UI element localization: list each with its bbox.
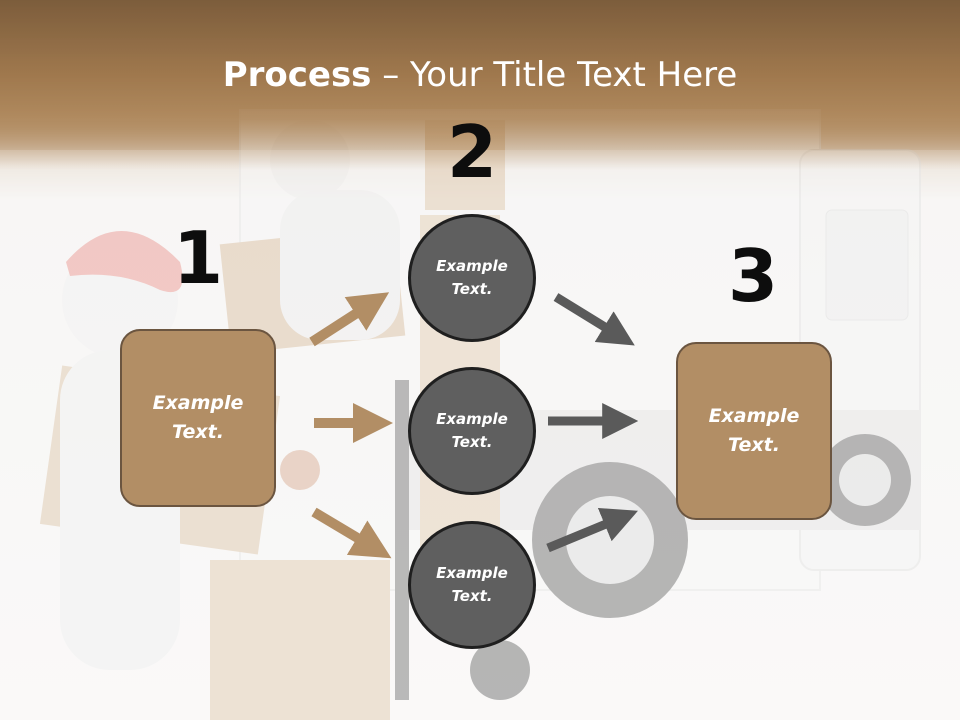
- step-1-text-line1: Example: [152, 392, 244, 414]
- step-3-text-line2: Text.: [728, 434, 780, 456]
- circle-1-text-line2: Text.: [451, 280, 493, 298]
- step-number-3: 3: [727, 234, 779, 318]
- header-band: [0, 0, 960, 170]
- arrow-to-circle-1: [309, 292, 390, 347]
- step-1-text-line2: Text.: [172, 421, 224, 443]
- circle-3-text-line1: Example: [436, 564, 508, 582]
- step-3-text-line1: Example: [708, 405, 800, 427]
- circle-3-text-line2: Text.: [451, 587, 493, 605]
- arrow-from-circle-1: [553, 293, 635, 346]
- page-title: Process – Your Title Text Here: [0, 52, 960, 98]
- arrow-from-circle-3: [546, 507, 638, 553]
- step-number-1: 1: [172, 216, 224, 300]
- circle-2-text-line2: Text.: [451, 433, 493, 451]
- title-rest: – Your Title Text Here: [371, 55, 738, 95]
- arrow-to-circle-3: [311, 507, 392, 559]
- step-number-2: 2: [446, 110, 498, 194]
- circle-2-text-line1: Example: [436, 410, 508, 428]
- title-bold: Process: [222, 55, 372, 95]
- circle-1-text-line1: Example: [436, 257, 508, 275]
